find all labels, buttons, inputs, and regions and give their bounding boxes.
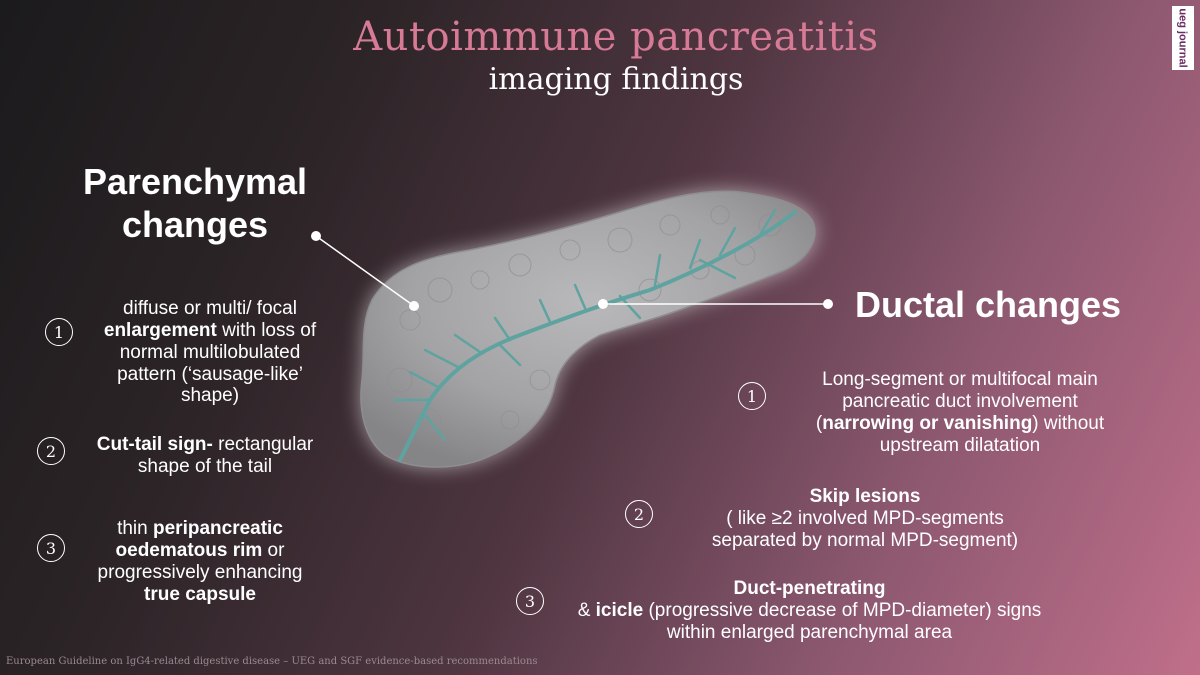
parenchymal-item-3: thin peripancreatic oedematous rim or pr… <box>75 518 325 605</box>
parenchymal-number-2: 2 <box>37 437 65 465</box>
item-bold: Skip lesions <box>809 486 921 507</box>
ductal-heading: Ductal changes <box>854 284 1122 325</box>
ductal-number-3: 3 <box>516 587 544 615</box>
ductal-number-1: 1 <box>738 382 766 410</box>
item-line: thin peripancreatic <box>75 518 325 540</box>
item-text: (progressive decrease of MPD-diameter) s… <box>643 599 1042 621</box>
item-line: ( like ≥2 involved MPD-segments <box>726 507 1004 529</box>
logo-text: ueg journal <box>1177 8 1189 68</box>
ductal-item-2: Skip lesions ( like ≥2 involved MPD-segm… <box>680 486 1050 552</box>
item-text: thin <box>117 518 153 539</box>
item-line: Skip lesions <box>680 486 1050 508</box>
item-bold: Cut-tail sign- <box>96 434 213 455</box>
item-line: separated by normal MPD-segment) <box>711 529 1019 551</box>
item-text: or <box>262 539 285 561</box>
item-line: upstream dilatation <box>879 434 1041 456</box>
item-line: Long-segment or multifocal main <box>822 369 1098 390</box>
page-title: Autoimmune pancreatitis <box>353 14 879 60</box>
item-line: & icicle (progressive decrease of MPD-di… <box>552 600 1067 622</box>
item-line: true capsule <box>75 584 325 606</box>
item-line: progressively enhancing <box>97 561 303 583</box>
parenchymal-heading-line1: Parenchymal <box>82 161 308 202</box>
item-line: enlargement with loss of <box>80 320 340 342</box>
item-bold: true capsule <box>144 583 256 605</box>
item-bold: enlargement <box>103 319 217 341</box>
item-line: normal multilobulated <box>119 341 301 363</box>
footnote: European Guideline on IgG4-related diges… <box>6 656 538 667</box>
item-line: pancreatic duct involvement <box>842 390 1078 412</box>
parenchymal-heading: Parenchymal changes <box>70 160 320 246</box>
parenchymal-item-1: diffuse or multi/ focal enlargement with… <box>80 298 340 407</box>
item-bold: Duct-penetrating <box>733 578 886 599</box>
ductal-number-2: 2 <box>625 500 653 528</box>
parenchymal-item-2: Cut-tail sign- rectangular shape of the … <box>75 434 335 478</box>
parenchymal-heading-line2: changes <box>121 204 269 246</box>
item-bold: oedematous rim <box>115 539 263 561</box>
ductal-pointer <box>598 299 833 309</box>
item-line: Duct-penetrating <box>552 578 1067 600</box>
item-line: Cut-tail sign- rectangular <box>75 434 335 456</box>
item-line: within enlarged parenchymal area <box>666 621 953 643</box>
item-text: ( <box>815 412 823 434</box>
page-subtitle: imaging findings <box>488 62 744 97</box>
item-text: with loss of <box>216 319 317 341</box>
item-line: pattern (‘sausage-like’ <box>117 363 303 385</box>
item-text: ) without <box>1032 412 1105 434</box>
item-line: diffuse or multi/ focal <box>123 298 297 319</box>
item-text: rectangular <box>212 434 314 455</box>
ueg-journal-logo: ueg journal <box>1172 6 1194 70</box>
pancreas-body <box>360 190 816 468</box>
item-line: (narrowing or vanishing) without <box>780 413 1140 435</box>
item-line: shape) <box>180 385 240 407</box>
pancreatic-duct <box>393 208 797 462</box>
item-line: shape of the tail <box>137 455 273 477</box>
item-text: & <box>577 599 596 621</box>
parenchymal-pointer <box>311 231 419 311</box>
ductal-item-1: Long-segment or multifocal main pancreat… <box>780 369 1140 456</box>
ductal-item-3: Duct-penetrating & icicle (progressive d… <box>552 578 1067 644</box>
item-bold: peripancreatic <box>153 518 283 539</box>
item-line: oedematous rim or <box>75 540 325 562</box>
parenchymal-number-1: 1 <box>45 318 73 346</box>
item-bold: narrowing or vanishing <box>822 412 1033 434</box>
parenchymal-number-3: 3 <box>37 534 65 562</box>
item-bold: icicle <box>595 599 644 621</box>
